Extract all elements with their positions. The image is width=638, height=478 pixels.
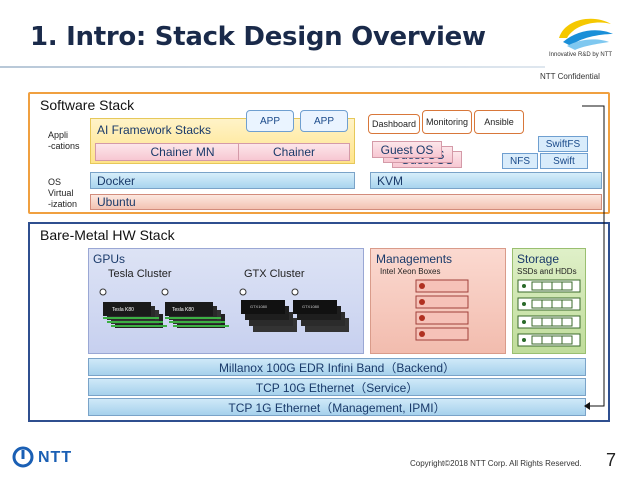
tesla-cluster-label: Tesla Cluster [108, 268, 172, 280]
ntt-logo-icon [12, 446, 34, 468]
monitoring-tool: Monitoring [422, 110, 472, 134]
gtx-cluster-label: GTX Cluster [244, 268, 305, 280]
guest-os-card-1: Guest OS [372, 141, 442, 158]
tesla-card-stack-1 [99, 288, 167, 328]
ssds-hdds-label: SSDs and HDDs [517, 267, 577, 276]
intel-xeon-label: Intel Xeon Boxes [380, 267, 441, 276]
tesla-card-label-1: Tesla K80 [112, 307, 134, 313]
management-connector-arrow [582, 105, 605, 410]
gpu-cards-illustration [99, 288, 349, 332]
chainer-box: Chainer [238, 143, 350, 161]
tcp-1g-bar: TCP 1G Ethernet（Management, IPMI） [88, 398, 586, 416]
appli-label: Appli-cations [48, 130, 80, 151]
ai-framework-label: AI Framework Stacks [97, 123, 212, 137]
software-stack-label: Software Stack [40, 97, 135, 113]
tcp-10g-bar: TCP 10G Ethernet（Service） [88, 378, 586, 396]
ntt-footer-brand: NTT [38, 449, 73, 466]
server-boxes-illustration [415, 279, 469, 341]
page-title: 1. Intro: Stack Design Overview [30, 22, 486, 52]
gpus-label: GPUs [93, 252, 126, 266]
ubuntu-bar: Ubuntu [90, 194, 602, 210]
storage-label: Storage [517, 252, 560, 266]
chainer-mn-box: Chainer MN [95, 143, 270, 161]
kvm-bar: KVM [370, 172, 602, 189]
page-number: 7 [606, 450, 617, 470]
tesla-card-stack-2 [161, 288, 229, 328]
ntt-footer-logo [12, 446, 34, 473]
app-box-2: APP [300, 110, 348, 132]
swirl-logo-icon [559, 18, 613, 50]
docker-bar: Docker [90, 172, 355, 189]
gtx-card-stack-2 [291, 288, 349, 332]
swiftfs-box: SwiftFS [538, 136, 588, 152]
app-box-1: APP [246, 110, 294, 132]
ansible-tool: Ansible [474, 110, 524, 134]
gtx-card-stack-1 [239, 288, 297, 332]
hardware-stack-label: Bare-Metal HW Stack [40, 227, 175, 243]
logo-tagline: Innovative R&D by NTT [549, 52, 613, 58]
tesla-card-label-2: Tesla K80 [172, 307, 194, 313]
ntt-rd-logo: Innovative R&D by NTT [545, 8, 625, 64]
swift-box: Swift [540, 153, 588, 169]
copyright-text: Copyright©2018 NTT Corp. All Rights Rese… [410, 459, 582, 468]
disk-illustration [517, 279, 581, 347]
infiniband-bar: Millanox 100G EDR Infini Band（Backend） [88, 358, 586, 376]
managements-label: Managements [376, 252, 453, 266]
title-underline [0, 66, 545, 68]
dashboard-tool: Dashboard [368, 114, 420, 134]
gtx-card-label-1: GTX1080 [250, 304, 268, 309]
gtx-card-label-2: GTX1080 [302, 304, 320, 309]
nfs-box: NFS [502, 153, 538, 169]
confidential-label: NTT Confidential [540, 72, 600, 81]
